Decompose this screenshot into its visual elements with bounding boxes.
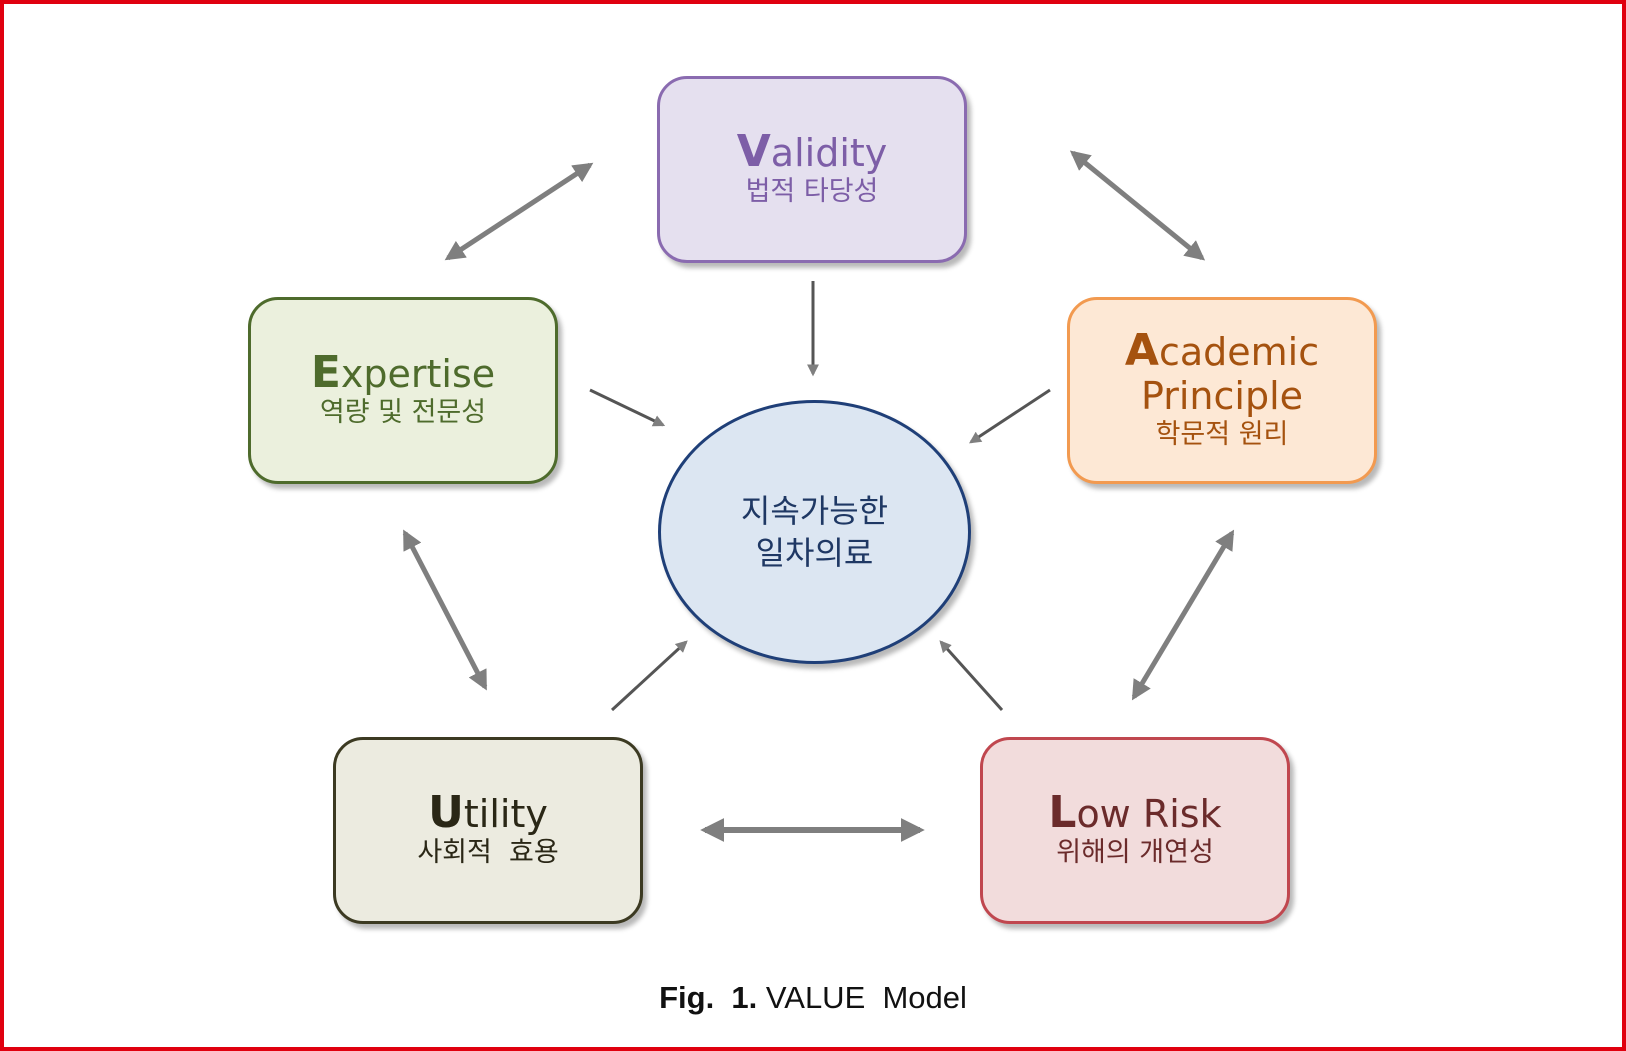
node-utility: Utility 사회적 효용 bbox=[333, 737, 643, 924]
node-expertise-korean: 역량 및 전문성 bbox=[319, 397, 487, 428]
node-lowrisk-korean: 위해의 개연성 bbox=[1056, 837, 1214, 868]
center-line-1: 지속가능한 bbox=[740, 492, 889, 530]
node-validity-title: Validity bbox=[737, 130, 888, 176]
figure-title: VALUE Model bbox=[765, 980, 967, 1015]
node-validity-initial: V bbox=[736, 126, 771, 177]
node-utility-korean: 사회적 효용 bbox=[417, 837, 559, 868]
arrow-expertise-utility bbox=[402, 529, 488, 691]
figure-caption: Fig. 1. VALUE Model bbox=[0, 978, 1626, 1018]
node-academic-principle: Academic Principle 학문적 원리 bbox=[1067, 297, 1377, 484]
node-academic-initial: A bbox=[1124, 325, 1159, 376]
node-academic-rest: cademic bbox=[1158, 330, 1320, 374]
arrow-lowrisk-to-center bbox=[939, 640, 1004, 712]
node-academic-title-line2: Principle bbox=[1140, 374, 1304, 418]
node-expertise-rest: xpertise bbox=[340, 352, 496, 396]
node-lowrisk-title: Low Risk bbox=[1048, 791, 1222, 837]
arrow-expertise-to-center bbox=[589, 388, 666, 427]
node-academic-korean: 학문적 원리 bbox=[1155, 419, 1289, 450]
node-utility-rest: tility bbox=[463, 792, 548, 836]
node-utility-title: Utility bbox=[428, 791, 548, 837]
node-academic-title: Academic bbox=[1125, 329, 1320, 375]
node-low-risk: Low Risk 위해의 개연성 bbox=[980, 737, 1290, 924]
node-validity-rest: alidity bbox=[770, 131, 888, 175]
center-node: 지속가능한 일차의료 bbox=[658, 400, 971, 664]
arrow-academic-lowrisk bbox=[1131, 529, 1235, 701]
node-lowrisk-initial: L bbox=[1048, 787, 1077, 838]
center-line-2: 일차의료 bbox=[755, 534, 874, 572]
node-lowrisk-rest: ow Risk bbox=[1076, 792, 1222, 836]
node-validity: Validity 법적 타당성 bbox=[657, 76, 967, 263]
arrow-expertise-validity bbox=[444, 162, 594, 261]
node-expertise: Expertise 역량 및 전문성 bbox=[248, 297, 558, 484]
arrow-validity-academic bbox=[1069, 150, 1206, 261]
node-utility-initial: U bbox=[428, 787, 464, 838]
node-expertise-title: Expertise bbox=[311, 351, 496, 397]
arrow-utility-to-center bbox=[610, 640, 688, 712]
node-validity-korean: 법적 타당성 bbox=[745, 176, 879, 207]
figure-number: Fig. 1. bbox=[659, 980, 758, 1015]
node-expertise-initial: E bbox=[310, 347, 341, 398]
arrow-academic-to-center bbox=[968, 388, 1051, 444]
